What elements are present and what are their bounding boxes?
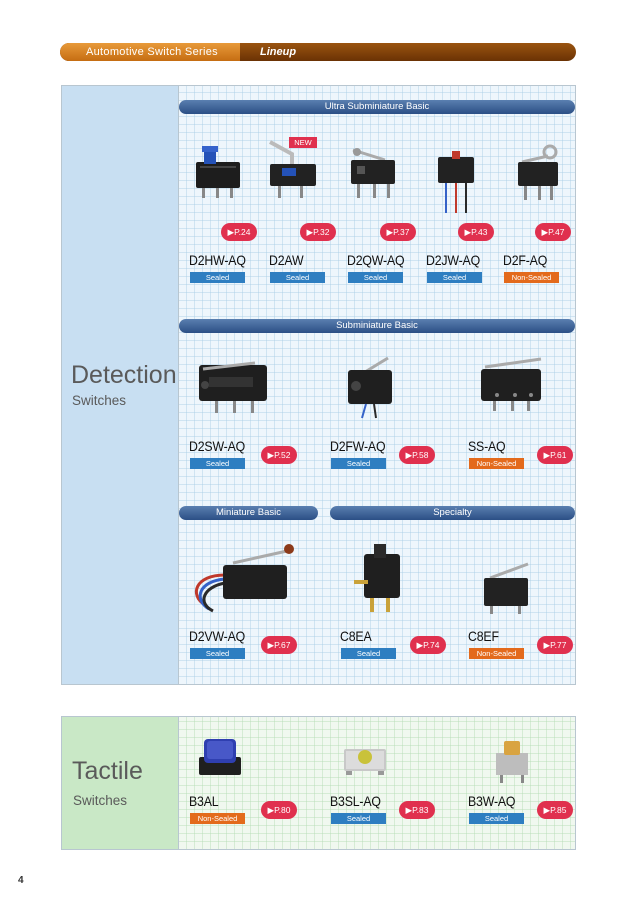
- seal-badge-d2qw-aq: Sealed: [348, 272, 403, 283]
- model-c8ea: C8EA: [340, 628, 372, 644]
- d2f-aq-image: [518, 144, 558, 200]
- model-d2vw-aq: D2VW-AQ: [189, 628, 246, 644]
- series-label: Automotive Switch Series: [60, 43, 240, 61]
- bar-subminiature: Subminiature Basic: [179, 319, 575, 333]
- tactile-subtitle: Switches: [73, 793, 128, 808]
- seal-badge-c8ef: Non-Sealed: [469, 648, 524, 659]
- ss-aq-image: [481, 357, 542, 411]
- d2vw-aq-image: [194, 544, 294, 613]
- model-b3sl-aq: B3SL-AQ: [330, 793, 381, 809]
- b3al-image: [199, 739, 241, 775]
- detection-title: Detection: [71, 361, 177, 389]
- page-link-b3sl-aq[interactable]: ▶P.83: [399, 801, 435, 819]
- seal-badge-ss-aq: Non-Sealed: [469, 458, 524, 469]
- seal-badge-d2aw: Sealed: [270, 272, 325, 283]
- seal-badge-d2f-aq: Non-Sealed: [504, 272, 559, 283]
- model-b3w-aq: B3W-AQ: [468, 793, 516, 809]
- d2jw-aq-image: [438, 151, 474, 213]
- d2qw-aq-image: [351, 148, 395, 198]
- model-d2aw: D2AW: [269, 252, 304, 268]
- c8ea-image: [354, 544, 400, 612]
- page-link-b3w-aq[interactable]: ▶P.85: [537, 801, 573, 819]
- bar-ultra-subminiature: Ultra Subminiature Basic: [179, 100, 575, 114]
- page-link-d2aw[interactable]: ▶P.32: [300, 223, 336, 241]
- page-number: 4: [18, 875, 24, 886]
- c8ef-image: [484, 562, 529, 614]
- page-link-d2sw-aq[interactable]: ▶P.52: [261, 446, 297, 464]
- model-c8ef: C8EF: [468, 628, 499, 644]
- seal-badge-b3sl-aq: Sealed: [331, 813, 386, 824]
- b3w-aq-image: [496, 741, 528, 783]
- header-bar: Automotive Switch Series Lineup: [60, 43, 576, 61]
- model-d2fw-aq: D2FW-AQ: [330, 438, 386, 454]
- seal-badge-d2vw-aq: Sealed: [190, 648, 245, 659]
- page-link-d2f-aq[interactable]: ▶P.47: [535, 223, 571, 241]
- model-ss-aq: SS-AQ: [468, 438, 506, 454]
- bar-specialty: Specialty: [330, 506, 575, 520]
- page-link-b3al[interactable]: ▶P.80: [261, 801, 297, 819]
- seal-badge-d2fw-aq: Sealed: [331, 458, 386, 469]
- tactile-grid-panel: [178, 716, 576, 850]
- page-link-d2hw-aq[interactable]: ▶P.24: [221, 223, 257, 241]
- seal-badge-d2sw-aq: Sealed: [190, 458, 245, 469]
- model-d2qw-aq: D2QW-AQ: [347, 252, 405, 268]
- model-d2jw-aq: D2JW-AQ: [426, 252, 480, 268]
- seal-badge-d2hw-aq: Sealed: [190, 272, 245, 283]
- page-link-d2fw-aq[interactable]: ▶P.58: [399, 446, 435, 464]
- seal-badge-d2jw-aq: Sealed: [427, 272, 482, 283]
- seal-badge-b3al: Non-Sealed: [190, 813, 245, 824]
- tactile-title: Tactile: [72, 757, 143, 785]
- lineup-label: Lineup: [260, 46, 297, 58]
- page-link-d2qw-aq[interactable]: ▶P.37: [380, 223, 416, 241]
- bar-miniature: Miniature Basic: [179, 506, 318, 520]
- model-b3al: B3AL: [189, 793, 219, 809]
- d2fw-aq-image: [348, 356, 392, 419]
- d2aw-image: [269, 140, 316, 198]
- b3sl-aq-image: [344, 749, 386, 775]
- new-badge: NEW: [289, 137, 317, 148]
- model-d2sw-aq: D2SW-AQ: [189, 438, 246, 454]
- detection-subtitle: Switches: [72, 393, 127, 408]
- page-link-ss-aq[interactable]: ▶P.61: [537, 446, 573, 464]
- seal-badge-b3w-aq: Sealed: [469, 813, 524, 824]
- model-d2f-aq: D2F-AQ: [503, 252, 548, 268]
- tactile-label-panel: [61, 716, 179, 850]
- page-link-c8ef[interactable]: ▶P.77: [537, 636, 573, 654]
- page-link-c8ea[interactable]: ▶P.74: [410, 636, 446, 654]
- page-link-d2jw-aq[interactable]: ▶P.43: [458, 223, 494, 241]
- d2sw-aq-image: [199, 361, 267, 413]
- detection-label-panel: [61, 85, 179, 685]
- seal-badge-c8ea: Sealed: [341, 648, 396, 659]
- model-d2hw-aq: D2HW-AQ: [189, 252, 246, 268]
- d2hw-aq-image: [196, 146, 240, 198]
- page-link-d2vw-aq[interactable]: ▶P.67: [261, 636, 297, 654]
